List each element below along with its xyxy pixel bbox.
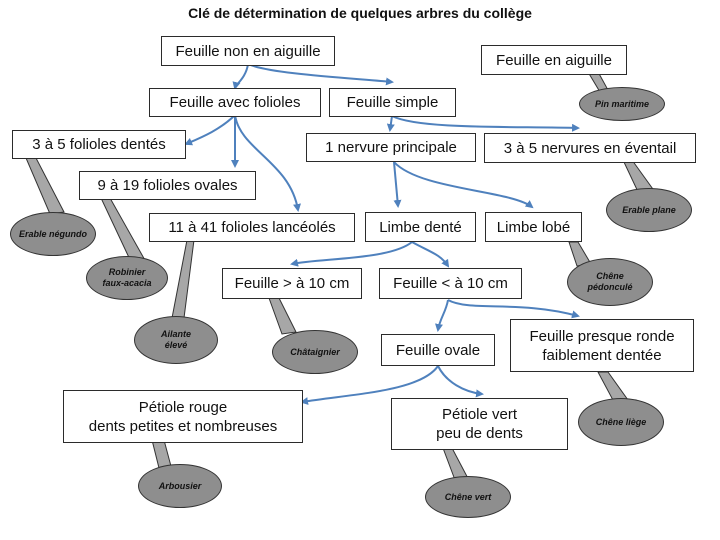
arrow-root-simple: [247, 63, 394, 86]
tree-arbousier: Arbousier: [138, 464, 222, 508]
node-3a5-folioles: 3 à 5 folioles dentés: [12, 130, 186, 159]
diagram-title: Clé de détermination de quelques arbres …: [188, 5, 532, 21]
node-limbe-lobe: Limbe lobé: [485, 212, 582, 242]
tree-pin-maritime: Pin maritime: [579, 87, 665, 121]
node-feuille-ronde: Feuille presque ronde faiblement dentée: [510, 319, 694, 372]
node-feuille-sup-10cm: Feuille > à 10 cm: [222, 268, 362, 299]
arrow-ovale-rouge: [300, 365, 439, 405]
tail-ailante: [171, 239, 195, 319]
tree-chene-pedoncule: Chêne pédonculé: [567, 258, 653, 306]
arrows: [184, 63, 580, 405]
arrow-inf10-ronde: [447, 299, 580, 319]
tree-robinier: Robinier faux-acacia: [86, 256, 168, 300]
node-9a19-folioles: 9 à 19 folioles ovales: [79, 171, 256, 200]
arrow-dente-inf10: [411, 241, 450, 268]
node-petiole-rouge: Pétiole rouge dents petites et nombreuse…: [63, 390, 303, 443]
tree-erable-negundo: Erable négundo: [10, 212, 96, 256]
node-1-nervure: 1 nervure principale: [306, 133, 476, 162]
node-feuille-inf-10cm: Feuille < à 10 cm: [379, 268, 522, 299]
tree-chataignier: Châtaignier: [272, 330, 358, 374]
arrow-nervure-dente: [393, 161, 402, 208]
arrow-nervure-lobe: [393, 161, 534, 209]
arrow-simple-nervure: [386, 115, 395, 132]
tree-chene-vert: Chêne vert: [425, 476, 511, 518]
tree-erable-plane: Erable plane: [606, 188, 692, 232]
node-feuille-ovale: Feuille ovale: [381, 334, 495, 366]
arrow-simple-eventail: [391, 115, 580, 132]
node-feuille-non-aiguille: Feuille non en aiguille: [161, 36, 335, 66]
arrow-folioles-f3a5: [184, 114, 236, 146]
node-feuille-folioles: Feuille avec folioles: [149, 88, 321, 117]
arrow-dente-sup10: [290, 241, 413, 267]
node-11a41-folioles: 11 à 41 folioles lancéolés: [149, 213, 355, 242]
arrow-folioles-f11a41: [234, 114, 301, 212]
node-3a5-nervures: 3 à 5 nervures en éventail: [484, 133, 696, 163]
arrow-root-folioles: [232, 63, 249, 90]
node-petiole-vert: Pétiole vert peu de dents: [391, 398, 568, 450]
node-feuille-simple: Feuille simple: [329, 88, 456, 117]
arrow-inf10-ovale: [435, 299, 449, 332]
tail-robinier: [100, 197, 147, 265]
node-feuille-aiguille: Feuille en aiguille: [481, 45, 627, 75]
tail-erable-negundo: [25, 157, 65, 215]
node-limbe-dente: Limbe denté: [365, 212, 476, 242]
tail-chataignier: [268, 297, 297, 335]
tree-ailante: Ailante élevé: [134, 316, 218, 364]
arrow-ovale-vert: [437, 365, 484, 398]
tree-chene-liege: Chêne liège: [578, 398, 664, 446]
